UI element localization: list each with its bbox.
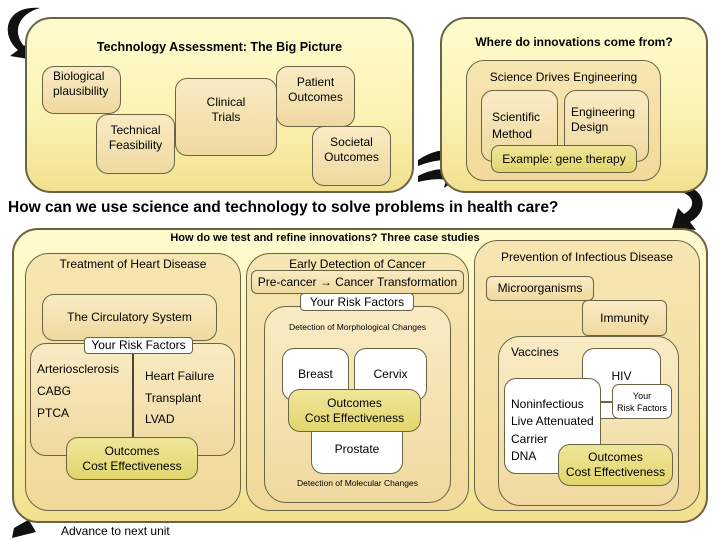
clinical-trials-box[interactable]: Clinical Trials — [175, 78, 277, 156]
cabg-label: CABG — [37, 384, 72, 398]
innovations-title: Where do innovations come from? — [475, 35, 673, 49]
case-studies-title: How do we test and refine innovations? T… — [170, 232, 480, 244]
circulatory-system-box[interactable]: The Circulatory System — [42, 294, 217, 341]
societal-outcomes-box[interactable]: Societal Outcomes — [312, 126, 391, 186]
science-drives-engineering-title: Science Drives Engineering — [489, 70, 638, 84]
transplant-label: Transplant — [145, 391, 202, 405]
morphological-changes-label: Detection of Morphological Changes — [288, 322, 427, 332]
gene-therapy-example[interactable]: Example: gene therapy — [491, 145, 637, 173]
cancer-risk-factors[interactable]: Your Risk Factors — [300, 293, 414, 311]
cancer-outcomes-box[interactable]: Outcomes Cost Effectiveness — [288, 389, 421, 432]
noninfectious-label: Noninfectious — [511, 397, 584, 411]
lvad-label: LVAD — [145, 412, 175, 426]
live-attenuated-label: Live Attenuated — [511, 414, 594, 428]
molecular-changes-label: Detection of Molecular Changes — [297, 478, 418, 488]
heart-risk-factors[interactable]: Your Risk Factors — [84, 337, 193, 354]
headline: How can we use science and technology to… — [8, 199, 559, 216]
infectious-risk-factors[interactable]: Your Risk Factors — [612, 384, 672, 419]
heart-outcomes-box[interactable]: Outcomes Cost Effectiveness — [66, 437, 198, 480]
vaccine-types-box — [504, 378, 601, 474]
heart-disease-title: Treatment of Heart Disease — [59, 257, 207, 271]
connector — [598, 401, 614, 403]
technical-feasibility-box[interactable]: Technical Feasibility — [96, 114, 175, 174]
arteriosclerosis-label: Arteriosclerosis — [37, 362, 120, 376]
heart-failure-label: Heart Failure — [145, 369, 215, 383]
biological-plausibility-box[interactable]: Biological plausibility — [42, 66, 121, 114]
advance-to-next-unit-link[interactable]: Advance to next unit — [61, 524, 170, 538]
infectious-outcomes-box[interactable]: Outcomes Cost Effectiveness — [558, 444, 673, 486]
curved-arrow-icon — [672, 185, 703, 230]
ptca-label: PTCA — [37, 406, 70, 420]
divider — [132, 353, 134, 439]
cancer-detection-title: Early Detection of Cancer — [289, 257, 426, 271]
precancer-transformation-box[interactable]: Pre-cancer → Cancer Transformation — [251, 270, 464, 294]
patient-outcomes-box[interactable]: Patient Outcomes — [276, 66, 355, 127]
infectious-disease-title: Prevention of Infectious Disease — [500, 250, 674, 264]
carrier-label: Carrier — [511, 432, 548, 446]
microorganisms-box[interactable]: Microorganisms — [486, 276, 594, 301]
vaccines-label: Vaccines — [511, 345, 559, 359]
curved-arrow-icon — [7, 7, 40, 61]
immunity-box[interactable]: Immunity — [582, 300, 667, 336]
curved-arrow-icon — [12, 500, 52, 538]
dna-label: DNA — [511, 449, 537, 463]
technology-assessment-title: Technology Assessment: The Big Picture — [96, 40, 343, 54]
